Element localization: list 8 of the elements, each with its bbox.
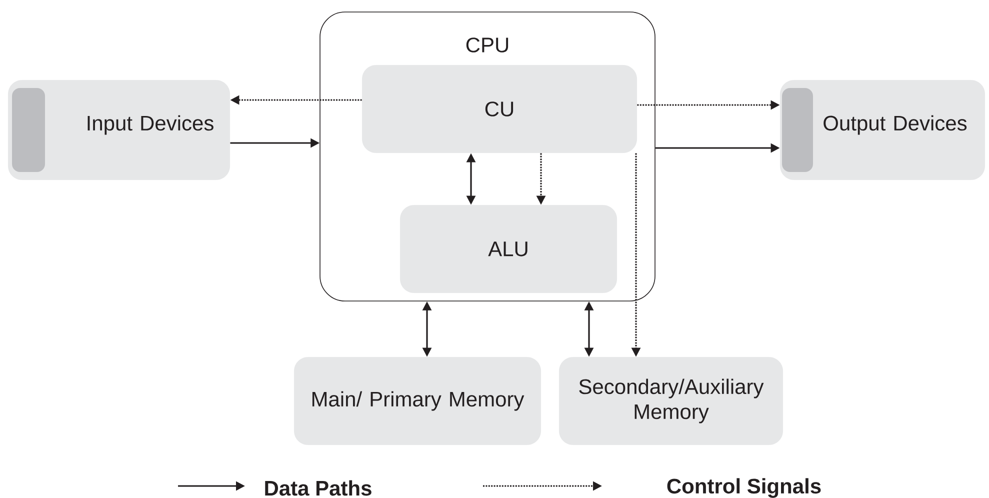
process-box: Secondary/Auxiliary Memory [559, 357, 783, 445]
process-box: CU [362, 65, 637, 153]
legend-label: Control Signals [667, 478, 821, 498]
legend-label: Data Paths [265, 480, 372, 496]
process-box: Main/ Primary Memory [294, 357, 541, 445]
process-box: Input Devices [8, 80, 230, 180]
process-box: Output Devices [780, 80, 985, 180]
process-box: ALU [400, 205, 617, 293]
